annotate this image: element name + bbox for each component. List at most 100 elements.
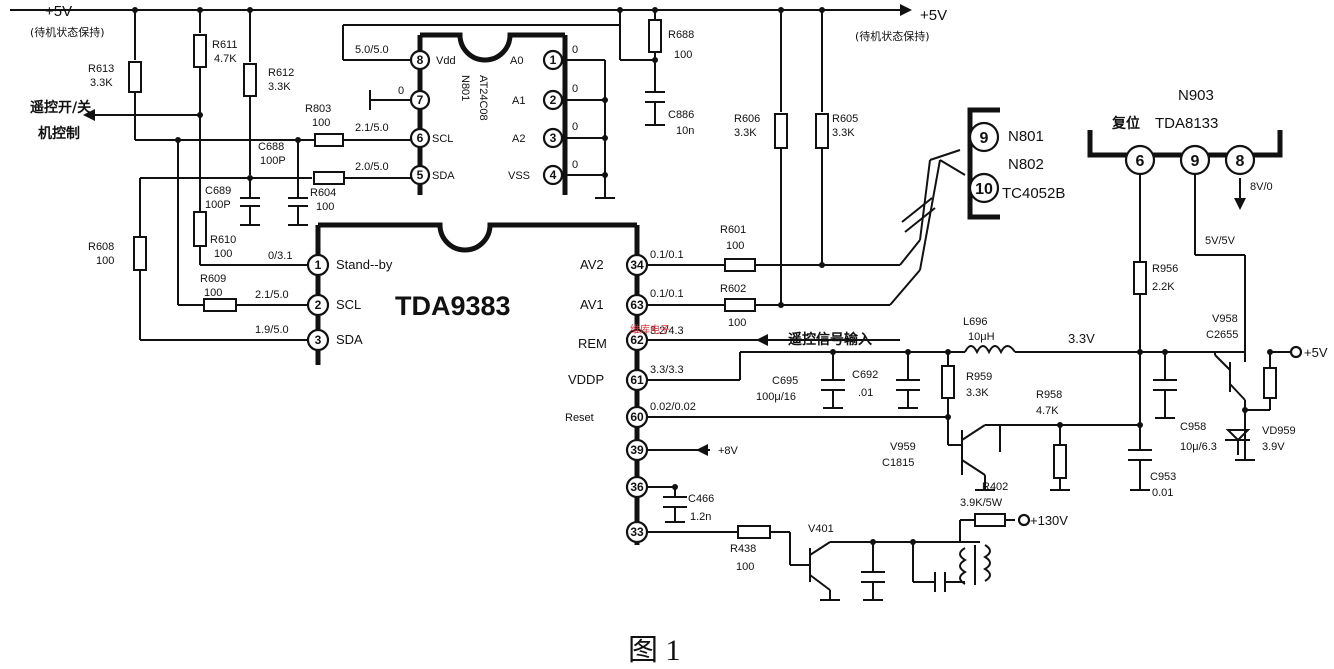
eeprom-pin-7: 7: [417, 93, 424, 107]
mcu-pin1-volt: 0/3.1: [268, 250, 292, 262]
mcu-pin-39: 39: [630, 443, 644, 457]
vd959-ref: VD959: [1262, 425, 1296, 437]
left-standby-label: (待机状态保持): [30, 25, 105, 39]
n903-pin-6: 6: [1136, 153, 1145, 170]
r956-body: [1133, 261, 1147, 295]
eeprom-pin-5: 5: [417, 168, 424, 182]
eeprom-part: AT24C08: [477, 75, 489, 121]
mcu-pin62-name: REM: [578, 336, 607, 351]
inductors: [959, 345, 1251, 585]
capacitors: [240, 91, 1177, 592]
eeprom-pin5-name: SDA: [432, 170, 455, 182]
r601-ref: R601: [720, 224, 746, 236]
r605-body: [815, 113, 829, 149]
wires: [10, 4, 1290, 601]
c886-val: 10n: [676, 125, 694, 137]
reset-label: 复位: [1111, 115, 1140, 132]
junctions: [132, 7, 1303, 545]
r610-ref: R610: [210, 234, 236, 246]
c953-val: 0.01: [1152, 487, 1173, 499]
r611-val: 4.7K: [214, 53, 237, 65]
c466-val: 1.2n: [690, 511, 711, 523]
eeprom-pin4-volt: 0: [572, 159, 578, 171]
mcu-pins: 1 2 3 34 63 62 61 60 39 36 33: [306, 253, 649, 544]
r438-ref: R438: [730, 543, 756, 555]
v401-ref: V401: [808, 523, 834, 535]
eeprom-pin6-volt: 2.1/5.0: [355, 122, 389, 134]
r612-val: 3.3K: [268, 81, 291, 93]
v959-val: C1815: [882, 457, 914, 469]
mcu-pin-63: 63: [630, 298, 644, 312]
component-labels: R613 3.3K R611 4.7K R612 3.3K R803 100 C…: [88, 29, 1296, 573]
r609-body: [203, 298, 237, 312]
remote-power-label: 遥控开/关: [30, 99, 91, 116]
mcu-pin63-volt: 0.1/0.1: [650, 288, 684, 300]
mcu-pin-61: 61: [630, 373, 644, 387]
r610-body: [193, 211, 207, 247]
mcu-pin-60: 60: [630, 410, 644, 424]
r602-ref: R602: [720, 283, 746, 295]
eeprom-pin-1: 1: [550, 53, 557, 67]
v958-ref: V958: [1212, 313, 1238, 325]
r606-ref: R606: [734, 113, 760, 125]
v5-5-label: 5V/5V: [1205, 235, 1236, 247]
mcu-pin34-volt: 0.1/0.1: [650, 249, 684, 261]
mcu-pin63-name: AV1: [580, 297, 604, 312]
tda8133-label: TDA8133: [1155, 115, 1218, 132]
c692-ref: C692: [852, 369, 878, 381]
mcu-pin62-volt: 3.2/4.3: [650, 325, 684, 337]
mcu-name: TDA9383: [395, 291, 511, 321]
n801-pin-10: 10: [975, 181, 993, 198]
eeprom-pin-2: 2: [550, 93, 557, 107]
r956-ref: R956: [1152, 263, 1178, 275]
r-v958-body: [1263, 367, 1277, 399]
r612-body: [243, 63, 257, 97]
mcu-pin3-name: SDA: [336, 332, 363, 347]
machine-control-label: 机控制: [38, 125, 80, 142]
vd959-val: 3.9V: [1262, 441, 1285, 453]
c692-val: .01: [858, 387, 873, 399]
n802-label: N802: [1008, 156, 1044, 173]
remote-input-label: 遥控信号输入: [788, 331, 872, 348]
v959-ref: V959: [890, 441, 916, 453]
r613-body: [128, 61, 142, 93]
r956-val: 2.2K: [1152, 281, 1175, 293]
c695-ref: C695: [772, 375, 798, 387]
r402-ref: R402: [982, 481, 1008, 493]
mcu-pin-1: 1: [315, 258, 322, 272]
eeprom-pin8-volt: 5.0/5.0: [355, 44, 389, 56]
mcu-pin-36: 36: [630, 480, 644, 494]
mcu-pin3-volt: 1.9/5.0: [255, 324, 289, 336]
eeprom-pin-3: 3: [550, 131, 557, 145]
n903-pin-9: 9: [1191, 153, 1200, 170]
mcu-pin2-volt: 2.1/5.0: [255, 289, 289, 301]
c695-val: 100μ/16: [756, 391, 796, 403]
r602-body: [724, 298, 756, 312]
r606-val: 3.3K: [734, 127, 757, 139]
eeprom-pin7-volt: 0: [398, 85, 404, 97]
eeprom-pin-8: 8: [417, 53, 424, 67]
r601-val: 100: [726, 240, 744, 252]
eeprom-name: N801: [459, 75, 471, 101]
r803-ref: R803: [305, 103, 331, 115]
r610-val: 100: [214, 248, 232, 260]
mcu-pin-2: 2: [315, 298, 322, 312]
n903-pin-8: 8: [1236, 153, 1245, 170]
mcu-pin60-volt: 0.02/0.02: [650, 401, 696, 413]
n903-label: N903: [1178, 87, 1214, 104]
figure-caption: 图 1: [628, 634, 681, 667]
plus130v-label: +130V: [1030, 513, 1068, 528]
r959-ref: R959: [966, 371, 992, 383]
out-5v-label: +5V: [1304, 345, 1328, 360]
r602-val: 100: [728, 317, 746, 329]
eeprom-pins: 8 7 6 5 1 2 3 4: [409, 49, 564, 186]
eeprom-pin4-name: VSS: [508, 170, 530, 182]
v3-3-label: 3.3V: [1068, 331, 1095, 346]
eeprom-pin1-volt: 0: [572, 44, 578, 56]
r609-val: 100: [204, 287, 222, 299]
mcu-pin61-name: VDDP: [568, 372, 604, 387]
mcu-labels: TDA9383 Stand--by SCL SDA 0/3.1 2.1/5.0 …: [255, 249, 696, 424]
mcu-pin1-name: Stand--by: [336, 257, 393, 272]
mcu-pin2-name: SCL: [336, 297, 361, 312]
